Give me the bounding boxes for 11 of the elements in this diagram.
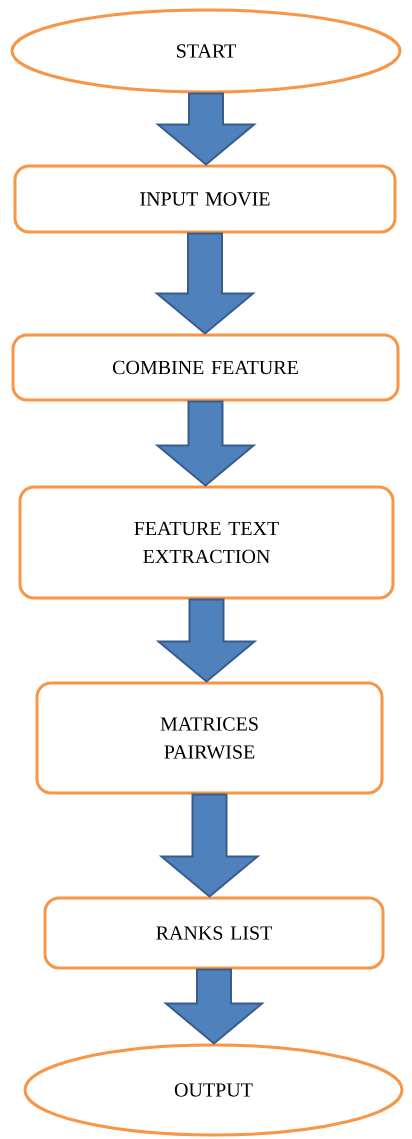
process-box: INPUT MOVIE <box>13 164 397 234</box>
block-arrow <box>158 793 261 898</box>
block-arrow <box>155 92 257 166</box>
process-box: FEATURE TEXT EXTRACTION <box>18 485 395 600</box>
process-box: COMBINE FEATURE <box>11 333 400 402</box>
block-arrow <box>155 598 258 683</box>
block-arrow <box>154 400 257 487</box>
block-arrow <box>154 232 256 335</box>
block-arrow <box>163 968 265 1045</box>
process-box: RANKS LIST <box>43 896 385 970</box>
process-box: MATRICES PAIRWISE <box>35 681 384 795</box>
